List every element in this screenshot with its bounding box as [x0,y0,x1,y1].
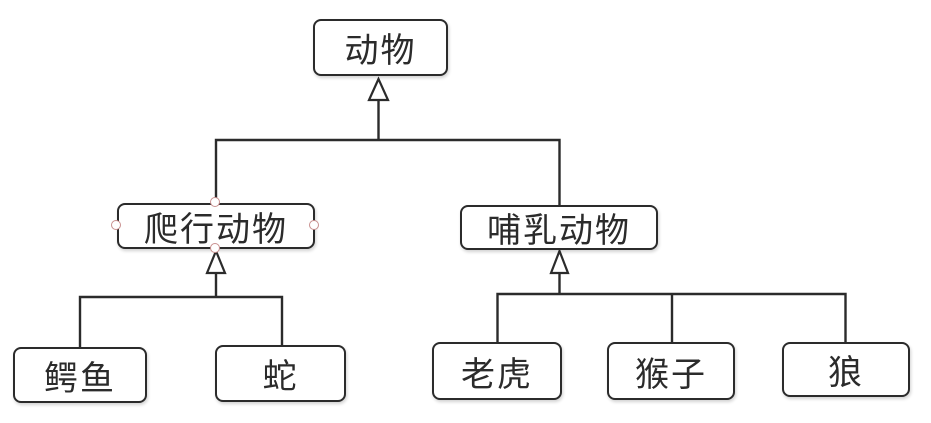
node-monkey[interactable]: 猴子 [607,342,735,400]
selection-handle-bottom[interactable] [210,243,220,253]
edge-branch-mammal-children[interactable] [496,273,847,342]
node-animal[interactable]: 动物 [313,19,448,76]
node-reptile[interactable]: 爬行动物 [117,203,315,249]
node-snake[interactable]: 蛇 [215,345,346,402]
node-wolf[interactable]: 狼 [782,342,910,397]
inheritance-arrowhead-reptile [205,248,227,275]
inheritance-arrowhead-animal [367,76,390,102]
inheritance-arrowhead-mammal [549,247,570,275]
node-mammal[interactable]: 哺乳动物 [460,205,658,250]
edge-branch-animal-children[interactable] [214,100,561,205]
edge-branch-reptile-children[interactable] [78,273,284,347]
selection-handle-left[interactable] [111,220,121,230]
node-tiger[interactable]: 老虎 [432,342,562,400]
selection-handle-right[interactable] [309,220,319,230]
node-crocodile[interactable]: 鳄鱼 [13,347,147,403]
selection-handle-top[interactable] [210,197,220,207]
